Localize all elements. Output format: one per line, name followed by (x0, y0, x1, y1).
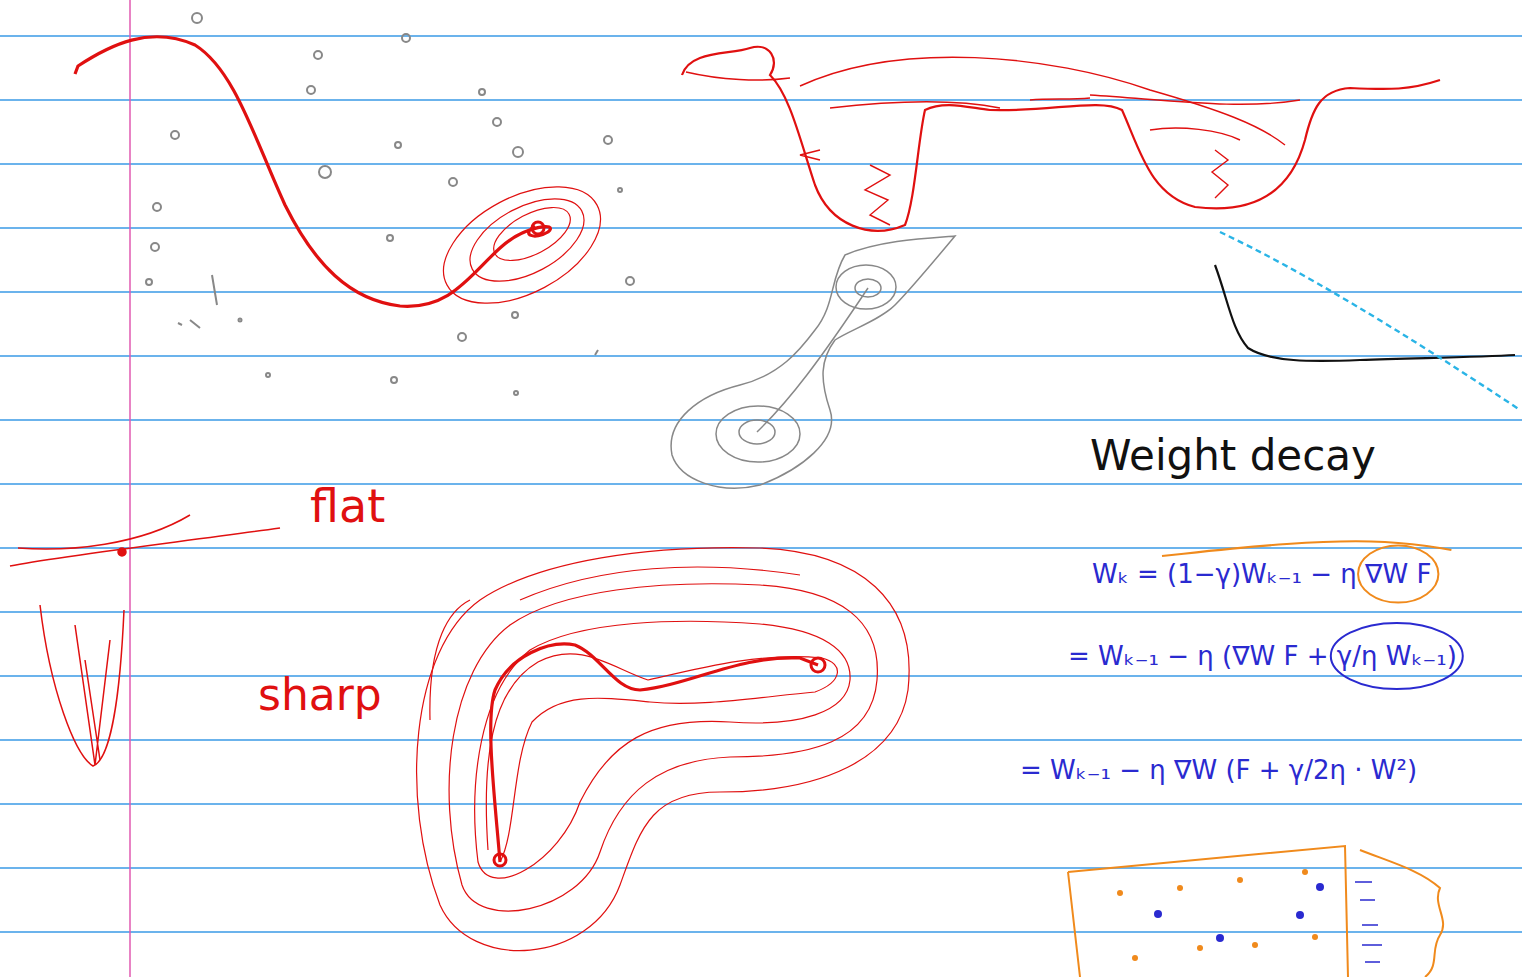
margin-line (129, 0, 131, 977)
descent-trajectory (75, 37, 620, 328)
equation-line: Wₖ = (1−γ)Wₖ₋₁ − η ∇W F (1092, 560, 1431, 590)
contour-map (671, 236, 955, 488)
minimum-label: flat (310, 480, 385, 533)
flat-minimum (10, 515, 280, 566)
sharp-minimum (40, 605, 124, 766)
loss-landscape (682, 47, 1440, 231)
equation-line: = Wₖ₋₁ − η ∇W (F + γ/2η · W²) (1020, 756, 1417, 786)
section-heading: Weight decay (1090, 432, 1376, 480)
ruled-lines (0, 36, 1522, 932)
sharp-trajectory (491, 644, 825, 866)
equation-line: = Wₖ₋₁ − η (∇W F + γ/η Wₖ₋₁) (1068, 642, 1457, 672)
overbrace (1162, 541, 1451, 556)
data-box (1068, 846, 1443, 977)
validation-curve (1220, 232, 1520, 410)
sharp-basin-contours (417, 548, 910, 951)
loss-curve (1215, 265, 1515, 361)
minimum-label: sharp (258, 670, 382, 721)
